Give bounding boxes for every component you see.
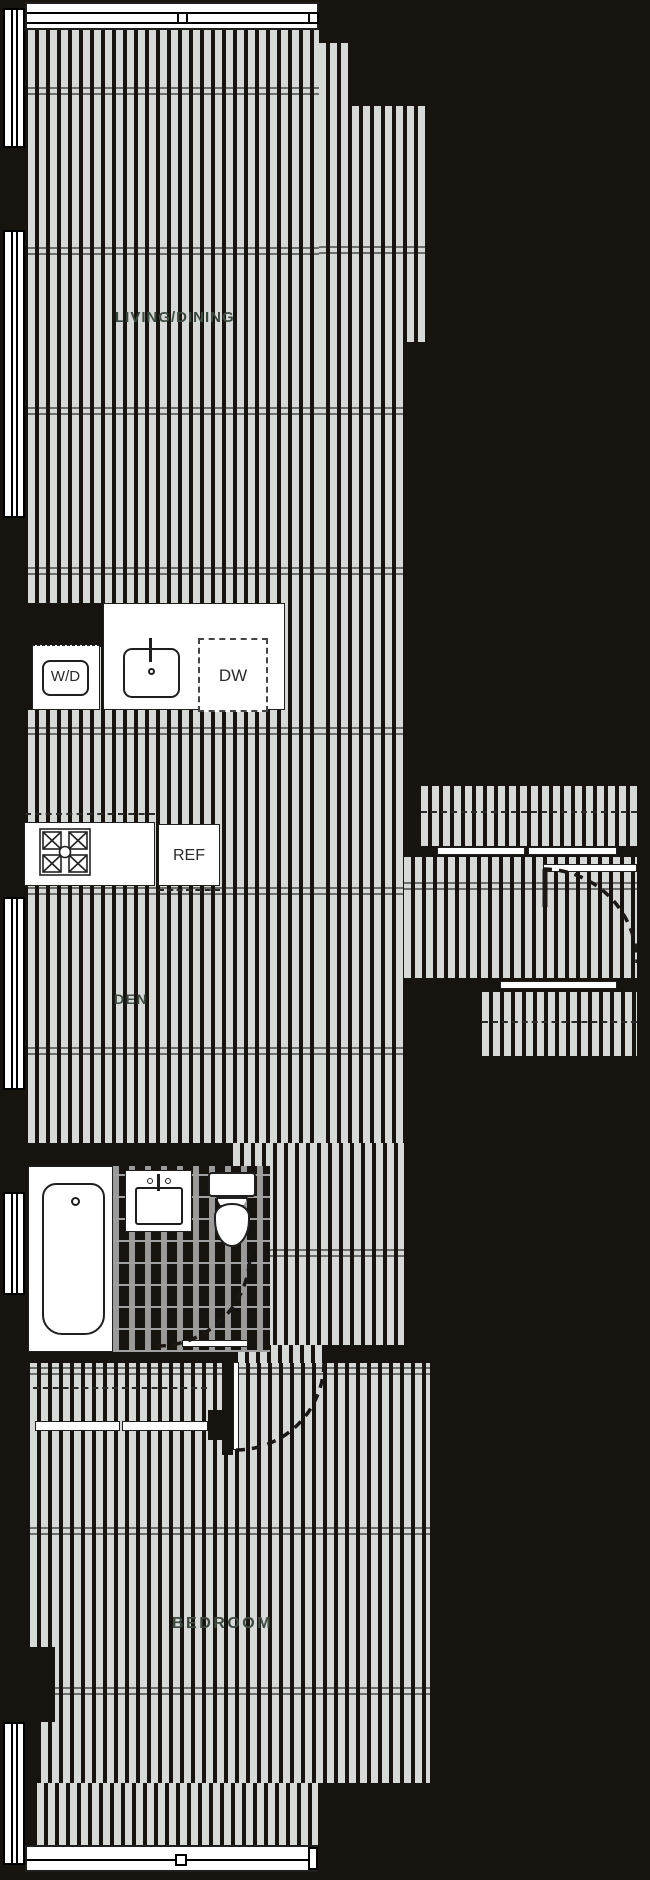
- bathtub-drain: [71, 1197, 80, 1206]
- living-window-upper: [3, 8, 25, 148]
- refrigerator: REF: [158, 824, 220, 886]
- balcony-top-rail-2: [27, 22, 317, 24]
- washer-dryer: W/D: [32, 645, 100, 710]
- balcony-bottom-endcap: [308, 1847, 318, 1870]
- balcony-bottom-mullion: [175, 1854, 187, 1866]
- dishwasher-label: DW: [218, 666, 248, 685]
- entry-closet2-floor: [482, 992, 637, 1056]
- foyer-floor: [404, 857, 637, 978]
- kitchen-sink-drain: [148, 668, 155, 675]
- living-floor-step-2: [319, 106, 426, 342]
- hall-closet-rod: [33, 1387, 207, 1389]
- entry-door-sill: [543, 864, 637, 872]
- refrigerator-label: REF: [173, 847, 205, 864]
- balcony-bottom-rail: [27, 1859, 316, 1861]
- living-dining-label: LIVING/DINING: [115, 309, 235, 326]
- kitchen-corner-wall: [28, 603, 103, 647]
- living-dining-floor: [28, 30, 319, 1143]
- balcony-bottom: [25, 1845, 318, 1872]
- hall-closet-stub-wall: [208, 1410, 230, 1440]
- toilet-bowl: [214, 1203, 250, 1247]
- balcony-top: [25, 2, 319, 30]
- bathroom-faucet-spout: [157, 1174, 160, 1191]
- balcony-top-mullion-1: [177, 12, 188, 24]
- entry-closet-door-left: [437, 847, 525, 855]
- den-label: DEN: [114, 991, 149, 1007]
- den-window: [3, 897, 25, 1090]
- entry-closet-floor: [421, 786, 637, 846]
- entry-closet-door-right: [528, 847, 617, 855]
- bathroom-window: [3, 1192, 25, 1295]
- wd-side-wall: [28, 645, 32, 710]
- washer-dryer-label: W/D: [50, 668, 81, 685]
- bathroom-door-sill: [182, 1340, 248, 1347]
- bathroom-sink: [135, 1187, 183, 1225]
- balcony-top-rail-1: [27, 12, 317, 14]
- bedroom-label: BEDROOM: [172, 1615, 274, 1632]
- bathroom-faucet-handle-left: [147, 1178, 153, 1184]
- living-window-lower: [3, 230, 25, 518]
- range-burners-icon: [39, 828, 91, 876]
- hall-east-wall: [222, 1363, 233, 1455]
- toilet-tank: [208, 1172, 256, 1197]
- stove-counter-dashed-edge: [25, 813, 155, 815]
- range-stove: [39, 828, 91, 876]
- bedroom-door-leaf: [233, 1362, 239, 1450]
- hall-closet-door-right: [122, 1421, 208, 1431]
- bathtub: [42, 1183, 105, 1335]
- bedroom-left-notch-wall: [0, 1647, 55, 1722]
- living-floor-step-1: [319, 43, 352, 106]
- entry-closet-rod: [421, 811, 637, 813]
- bedroom-floor-lower: [37, 1783, 318, 1845]
- entry-closet2-rod: [482, 1021, 637, 1023]
- kitchen-sink-faucet: [149, 638, 152, 662]
- bedroom-window: [3, 1722, 25, 1865]
- hall-closet-door-left: [35, 1421, 120, 1431]
- entry-closet2-door: [500, 981, 617, 989]
- bathroom-faucet-handle-right: [165, 1178, 171, 1184]
- balcony-top-mullion-2: [308, 12, 319, 24]
- refrigerator-dashed-edge: [158, 889, 220, 891]
- washer-dryer-door: [42, 660, 89, 696]
- corridor-floor: [319, 342, 404, 1143]
- dishwasher: DW: [198, 638, 268, 712]
